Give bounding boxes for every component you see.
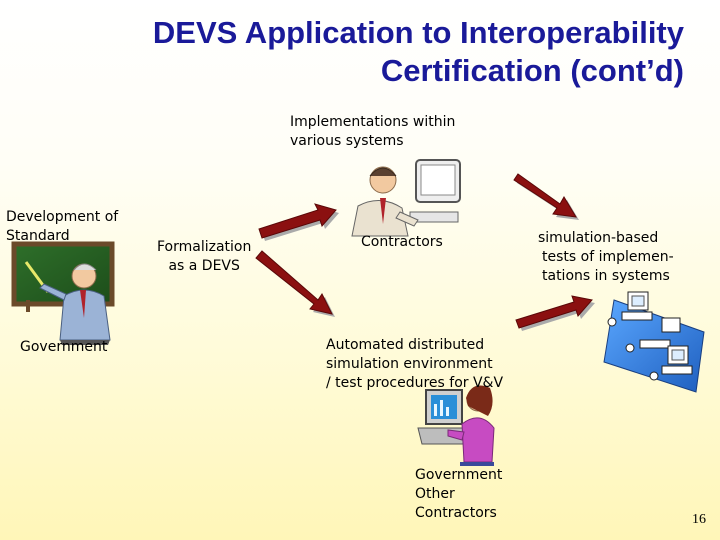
arrow-contractors-to-tests (513, 173, 579, 220)
formalization-label: Formalization as a DEVS (157, 239, 252, 274)
implementations-label: Implementations within various systems (290, 114, 456, 149)
arrow-formalization-to-contractors (258, 203, 339, 241)
network-computers-icon (603, 291, 705, 393)
presenter-at-board-icon (11, 241, 115, 345)
page-number: 16 (692, 512, 706, 527)
man-at-computer-icon (351, 159, 461, 237)
title-line-1: DEVS Application to Interoperability (152, 15, 684, 50)
government-other-contractors-label: Government Other Contractors (415, 467, 503, 521)
arrow-automated-to-tests (515, 295, 595, 331)
contractors-label: Contractors (361, 234, 443, 250)
development-of-standard-label: Development of Standard (6, 209, 119, 244)
simulation-tests-label: simulation-based tests of implemen- tati… (538, 230, 674, 284)
woman-at-computer-icon (417, 385, 495, 466)
slide-title: DEVS Application to Interoperability Cer… (44, 14, 684, 90)
government-label: Government (20, 339, 108, 355)
title-line-2: Certification (cont’d) (380, 53, 684, 88)
automated-environment-label: Automated distributed simulation environ… (326, 337, 504, 391)
arrow-formalization-to-automated (255, 250, 335, 317)
